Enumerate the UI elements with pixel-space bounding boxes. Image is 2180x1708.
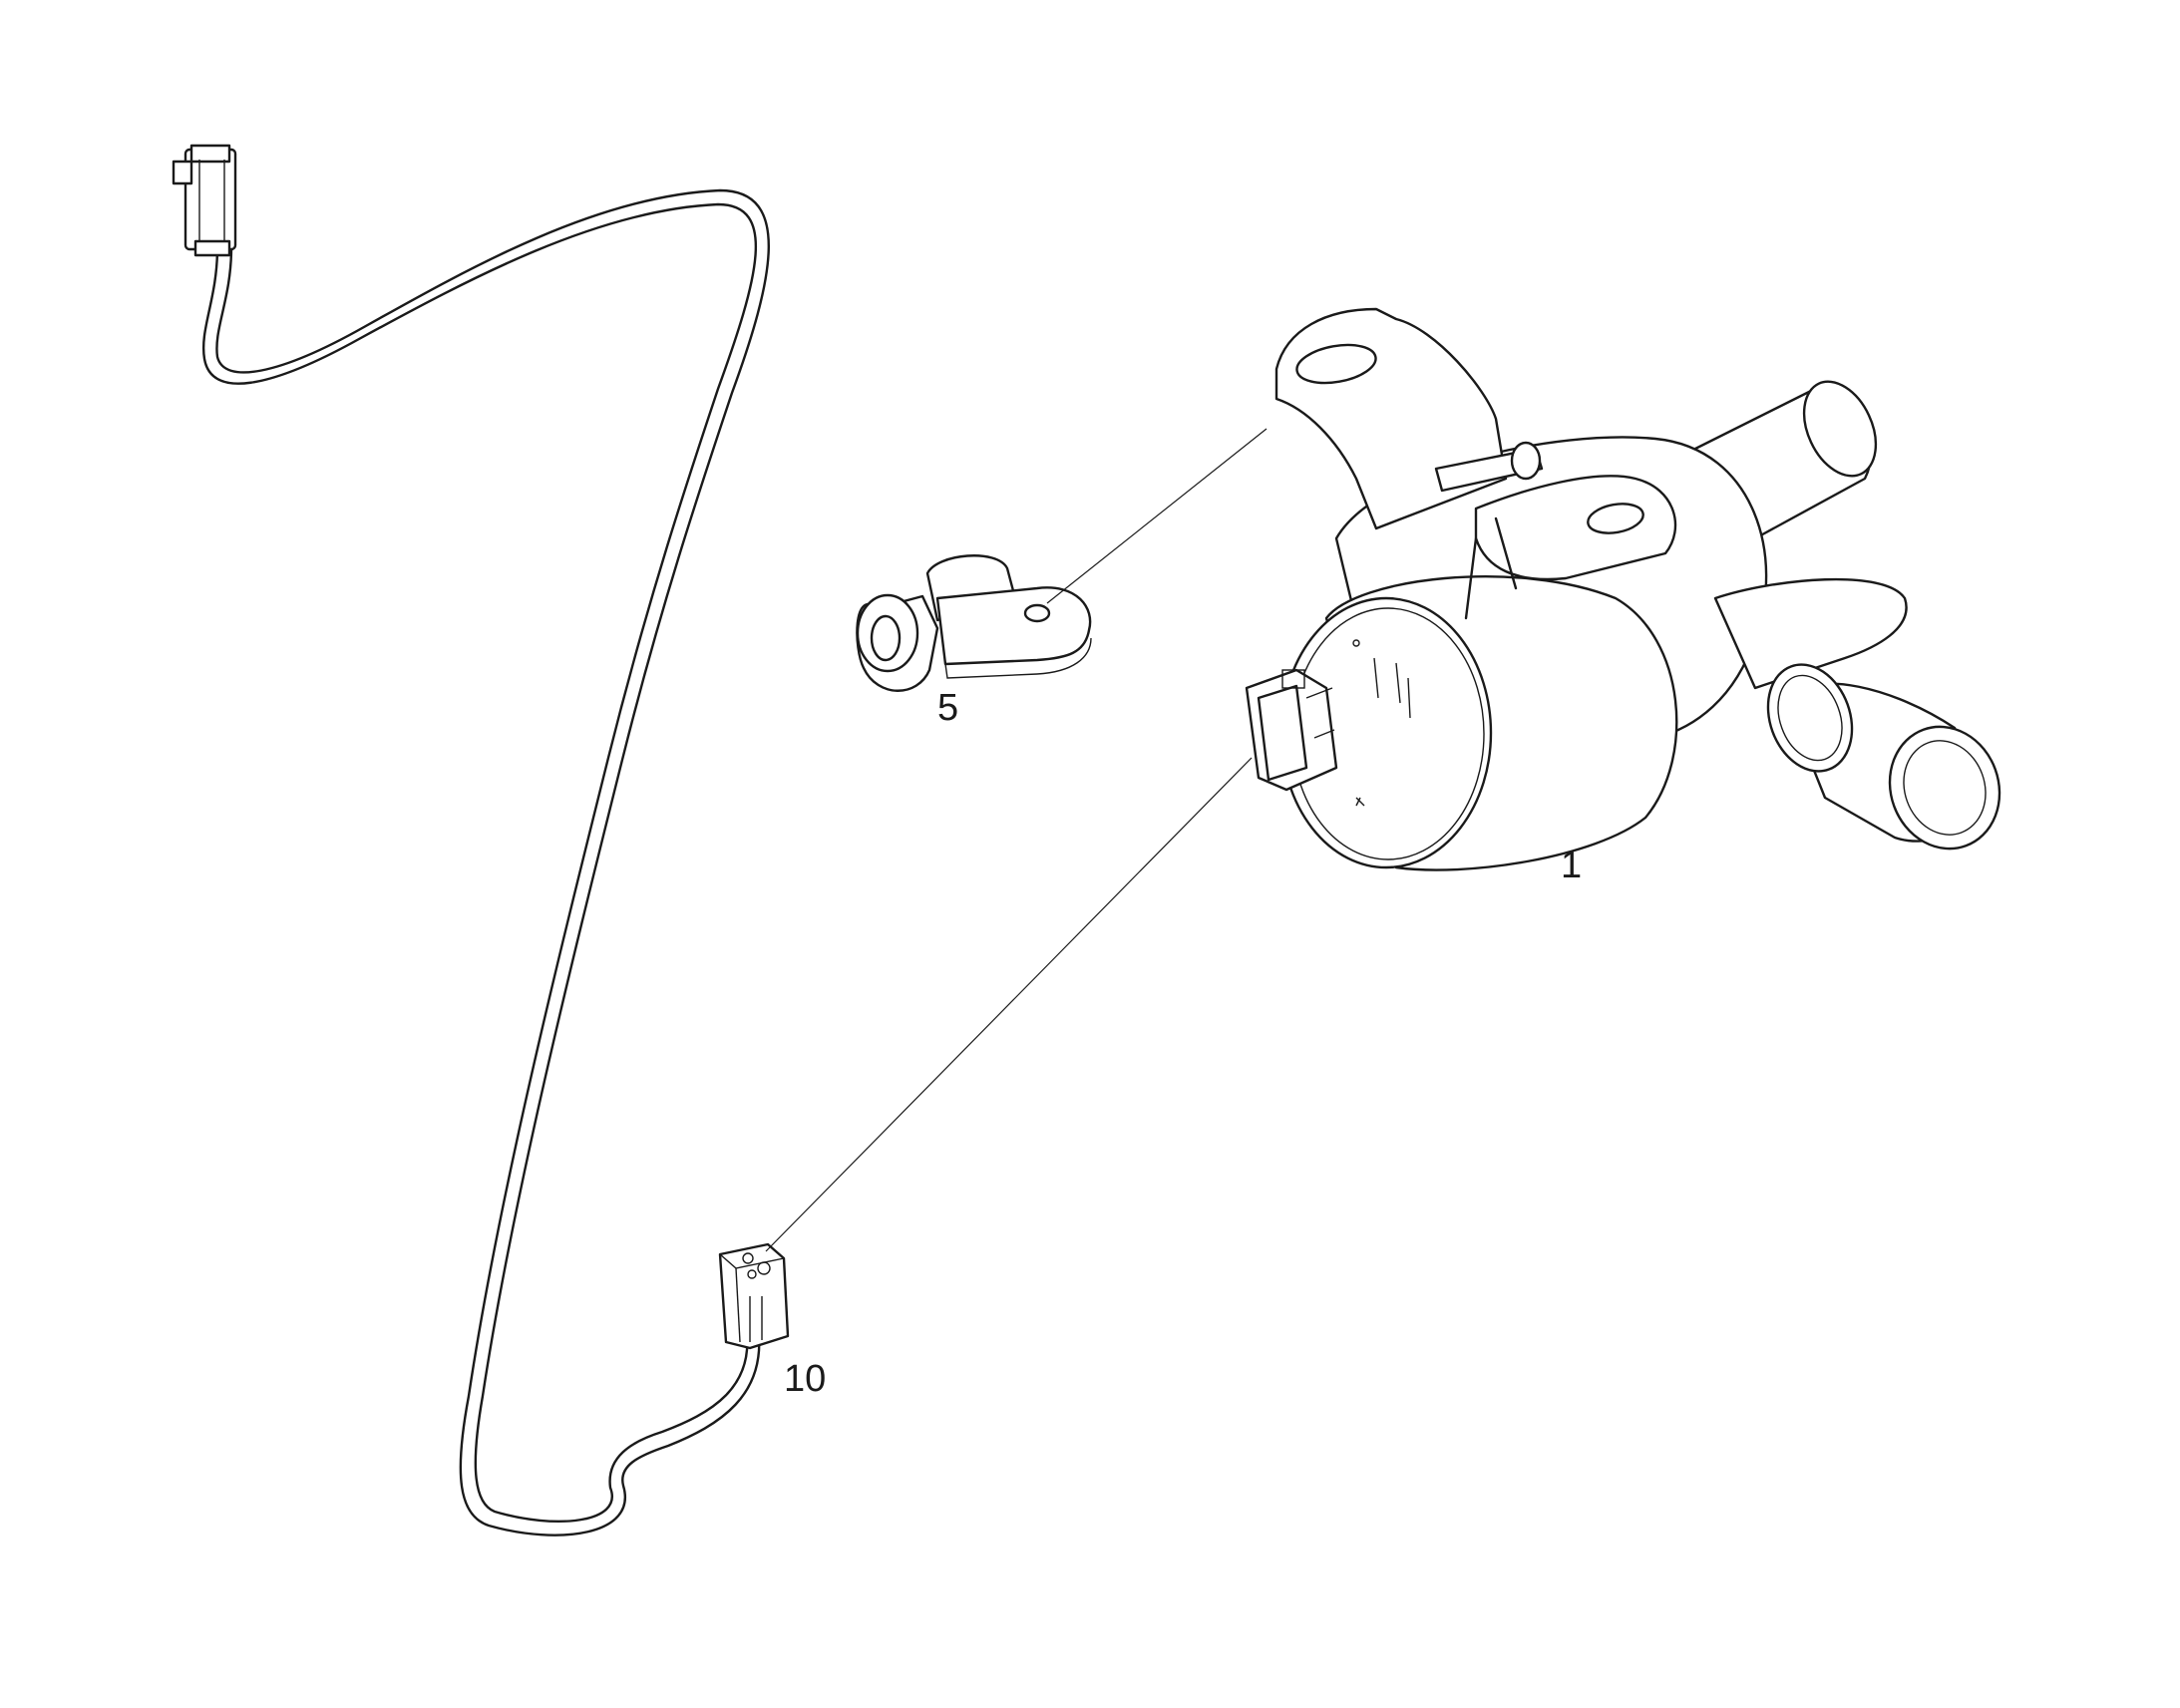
callout-harness: 10 — [784, 1358, 826, 1400]
coolant-valve-icon — [1245, 307, 2001, 871]
connector-icon — [718, 1242, 790, 1350]
connector-icon — [172, 144, 237, 257]
wire-harness-icon — [172, 144, 790, 1537]
leader-lines — [765, 428, 1268, 1252]
callout-clip: 5 — [937, 687, 958, 729]
callout-valve: 1 — [1561, 845, 1582, 886]
cable-clip-icon — [856, 554, 1092, 692]
